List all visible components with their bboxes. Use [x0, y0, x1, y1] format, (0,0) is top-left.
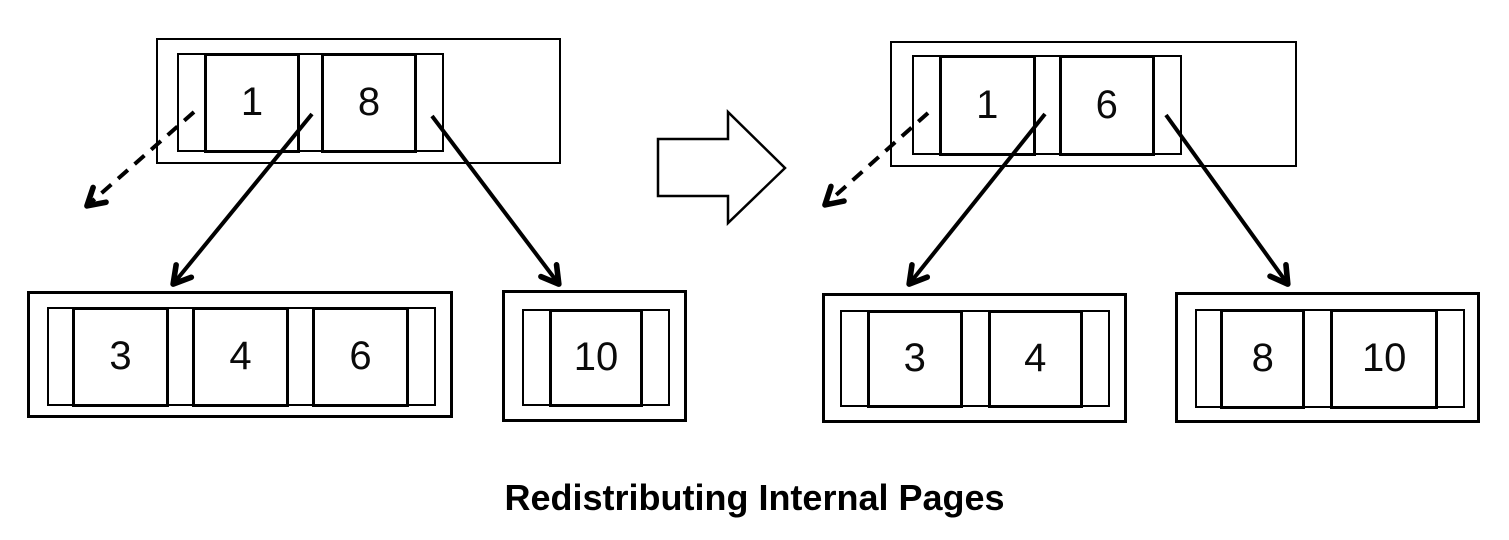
- after-left-child-record-area: 3 4: [840, 309, 1110, 408]
- pointer-slot: [1155, 57, 1180, 153]
- key-cell: 8: [321, 52, 417, 153]
- pointer-slot: [300, 55, 321, 150]
- after-root-node: 1 6: [890, 41, 1297, 167]
- pointer-slot: [417, 55, 442, 150]
- key-cell: 3: [72, 306, 169, 407]
- after-right-child-record-area: 8 10: [1195, 308, 1465, 409]
- after-left-child-node: 3 4: [822, 293, 1127, 423]
- before-root-node: 1 8: [156, 38, 561, 164]
- key-cell: 6: [312, 306, 409, 407]
- before-left-child-node: 3 4 6: [27, 291, 453, 418]
- key-cell: 1: [939, 54, 1036, 156]
- diagram-caption: Redistributing Internal Pages: [504, 477, 1005, 518]
- pointer-slot: [963, 312, 988, 405]
- key-cell: 8: [1220, 308, 1306, 409]
- pointer-slot: [1036, 57, 1059, 153]
- pointer-slot: [49, 309, 72, 404]
- key-cell: 3: [867, 309, 963, 408]
- pointer-slot: [1197, 311, 1220, 406]
- pointer-slot: [169, 309, 192, 404]
- pointer-slot: [914, 57, 939, 153]
- after-right-child-node: 8 10: [1175, 292, 1480, 423]
- key-cell: 10: [1330, 308, 1438, 409]
- before-root-record-area: 1 8: [177, 52, 444, 153]
- before-right-child-record-area: 10: [522, 308, 670, 407]
- pointer-slot: [1305, 311, 1330, 406]
- pointer-slot: [409, 309, 434, 404]
- key-cell: 10: [549, 308, 643, 407]
- pointer-slot: [1438, 311, 1463, 406]
- transform-block-arrow-icon: [656, 109, 787, 226]
- key-cell: 6: [1058, 54, 1155, 156]
- pointer-slot: [643, 311, 668, 404]
- pointer-slot: [524, 311, 549, 404]
- after-root-record-area: 1 6: [912, 54, 1182, 156]
- pointer-slot: [842, 312, 867, 405]
- before-left-child-record-area: 3 4 6: [47, 306, 436, 407]
- key-cell: 4: [192, 306, 289, 407]
- key-cell: 4: [987, 309, 1083, 408]
- pointer-slot: [1083, 312, 1108, 405]
- before-right-child-node: 10: [502, 290, 687, 422]
- key-cell: 1: [204, 52, 300, 153]
- pointer-slot: [179, 55, 204, 150]
- pointer-slot: [289, 309, 312, 404]
